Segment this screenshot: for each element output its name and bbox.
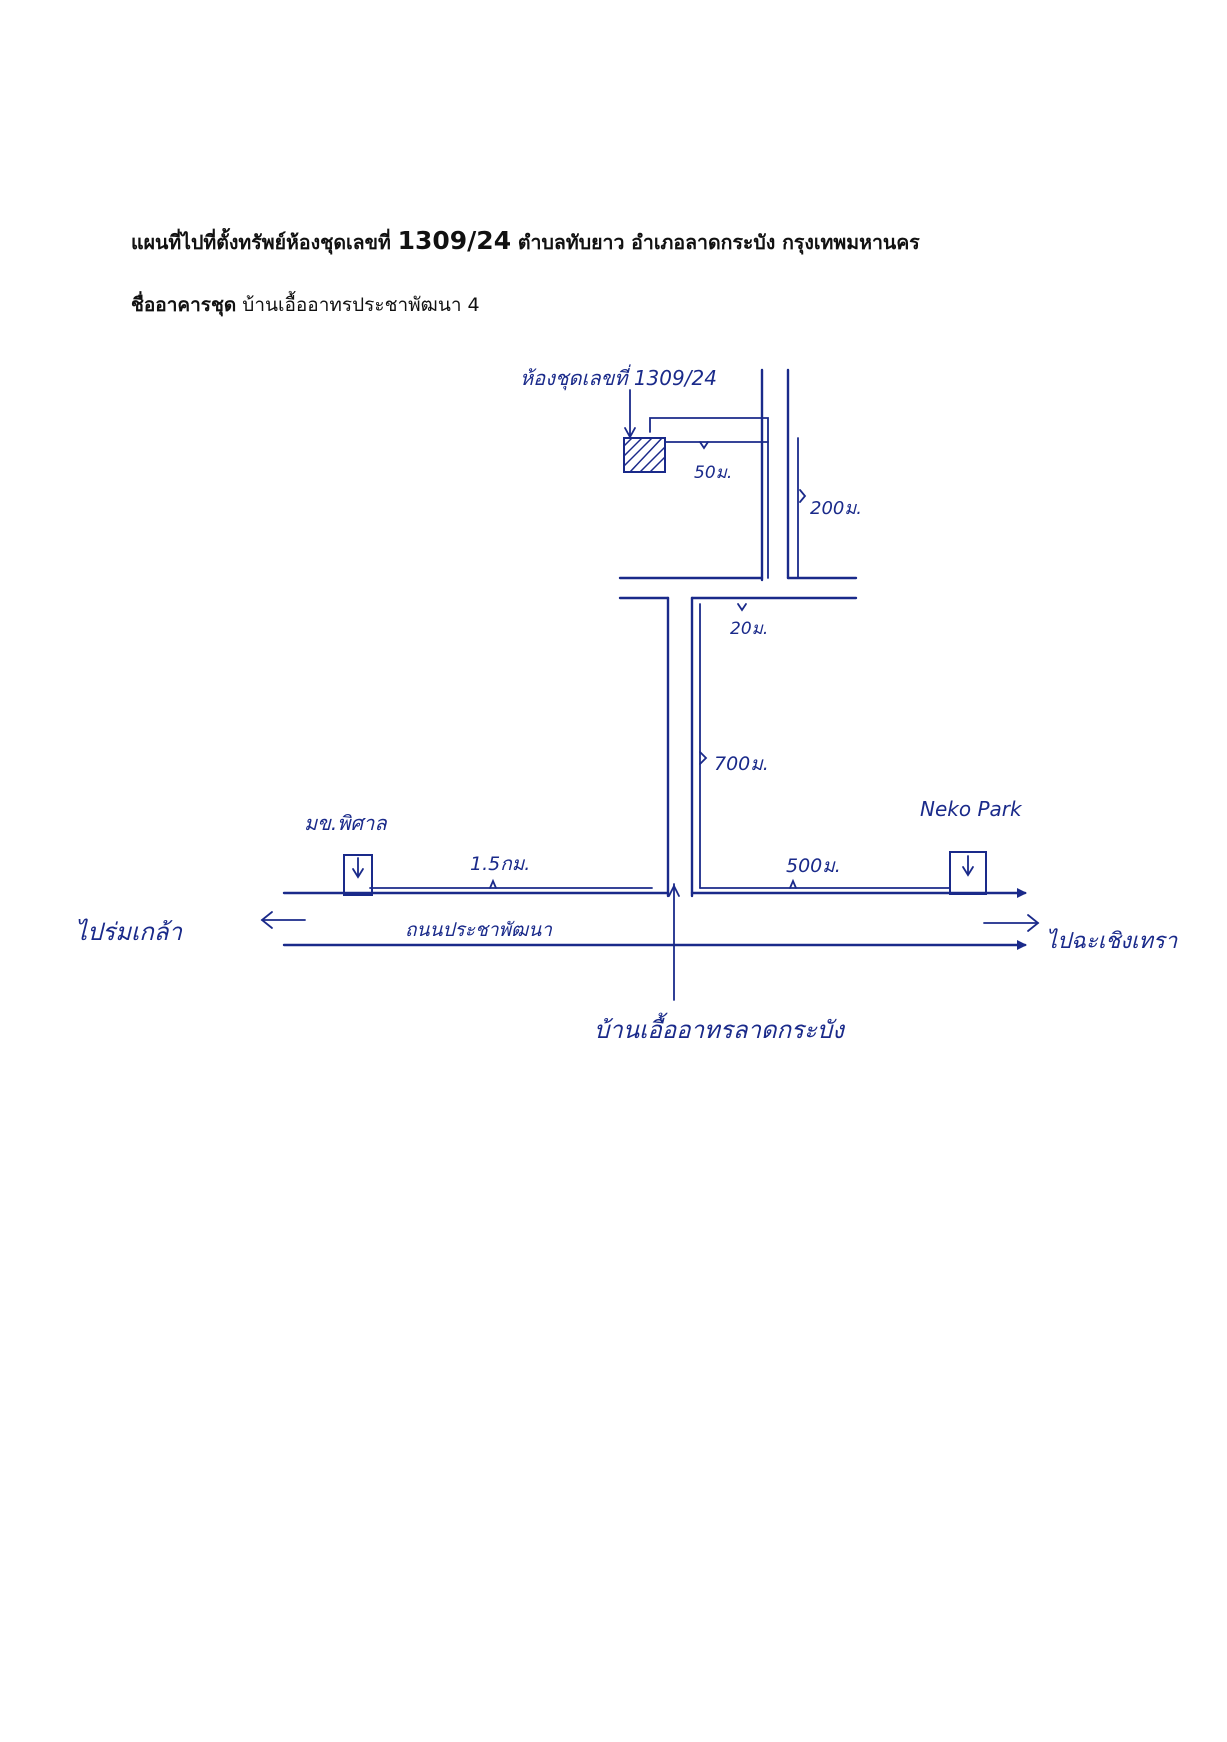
unit-label: ห้องชุดเลขที่ 1309/24 xyxy=(520,364,717,391)
title-prefix: แผนที่ไปที่ตั้งทรัพย์ห้องชุดเลขที่ xyxy=(131,231,398,254)
dist-50-tick xyxy=(699,441,709,450)
landmark-left-box xyxy=(343,854,373,896)
dist-200-label: 200ม. xyxy=(810,498,862,519)
landmark-left-label: มข.พิศาล xyxy=(304,811,388,835)
landmark-right-pointer-head xyxy=(962,866,974,877)
landmark-right-box xyxy=(949,851,987,895)
main-road-bottom-arrow xyxy=(1017,940,1027,950)
dist-500-tick xyxy=(789,878,797,889)
road-name-label: ถนนประชาพัฒนา xyxy=(405,919,553,941)
unit-pointer-head xyxy=(624,427,636,439)
unit-number: 1309/24 xyxy=(397,226,512,255)
dist-500-label: 500ม. xyxy=(786,855,841,877)
title-location: ตำบลทับยาว อำเภอลาดกระบัง กรุงเทพมหานคร xyxy=(511,231,920,254)
building-name-label: ชื่ออาคารชุด xyxy=(131,294,237,316)
dist-700-label: 700ม. xyxy=(714,753,769,775)
dist-1-5km-tick xyxy=(489,878,497,889)
dist-1-5km-label: 1.5กม. xyxy=(470,853,530,875)
direction-right-label: ไปฉะเชิงเทรา xyxy=(1046,928,1178,954)
entrance-label: บ้านเอื้ออาทรลาดกระบัง xyxy=(594,1012,846,1044)
dist-700-tick xyxy=(699,751,708,765)
building-name: ชื่ออาคารชุด บ้านเอื้ออาทรประชาพัฒนา 4 xyxy=(131,290,480,320)
dist-20-tick xyxy=(737,603,747,612)
building-name-value: บ้านเอื้ออาทรประชาพัฒนา 4 xyxy=(236,294,480,316)
dist-20-label: 20ม. xyxy=(730,619,768,639)
entrance-pointer-head xyxy=(668,883,680,897)
arrow-right-head xyxy=(1027,914,1040,932)
dist-50-label: 50ม. xyxy=(694,463,732,483)
main-road-top-arrow xyxy=(1017,888,1027,898)
unit-hatch xyxy=(623,437,666,473)
dist-200-tick xyxy=(799,489,807,503)
direction-left-label: ไปร่มเกล้า xyxy=(75,918,183,946)
arrow-left-head xyxy=(260,911,273,929)
landmark-left-pointer-head xyxy=(352,868,364,879)
page-title: แผนที่ไปที่ตั้งทรัพย์ห้องชุดเลขที่ 1309/… xyxy=(131,226,920,258)
landmark-right-label: Neko Park xyxy=(920,797,1023,821)
branch-outer xyxy=(649,417,769,579)
